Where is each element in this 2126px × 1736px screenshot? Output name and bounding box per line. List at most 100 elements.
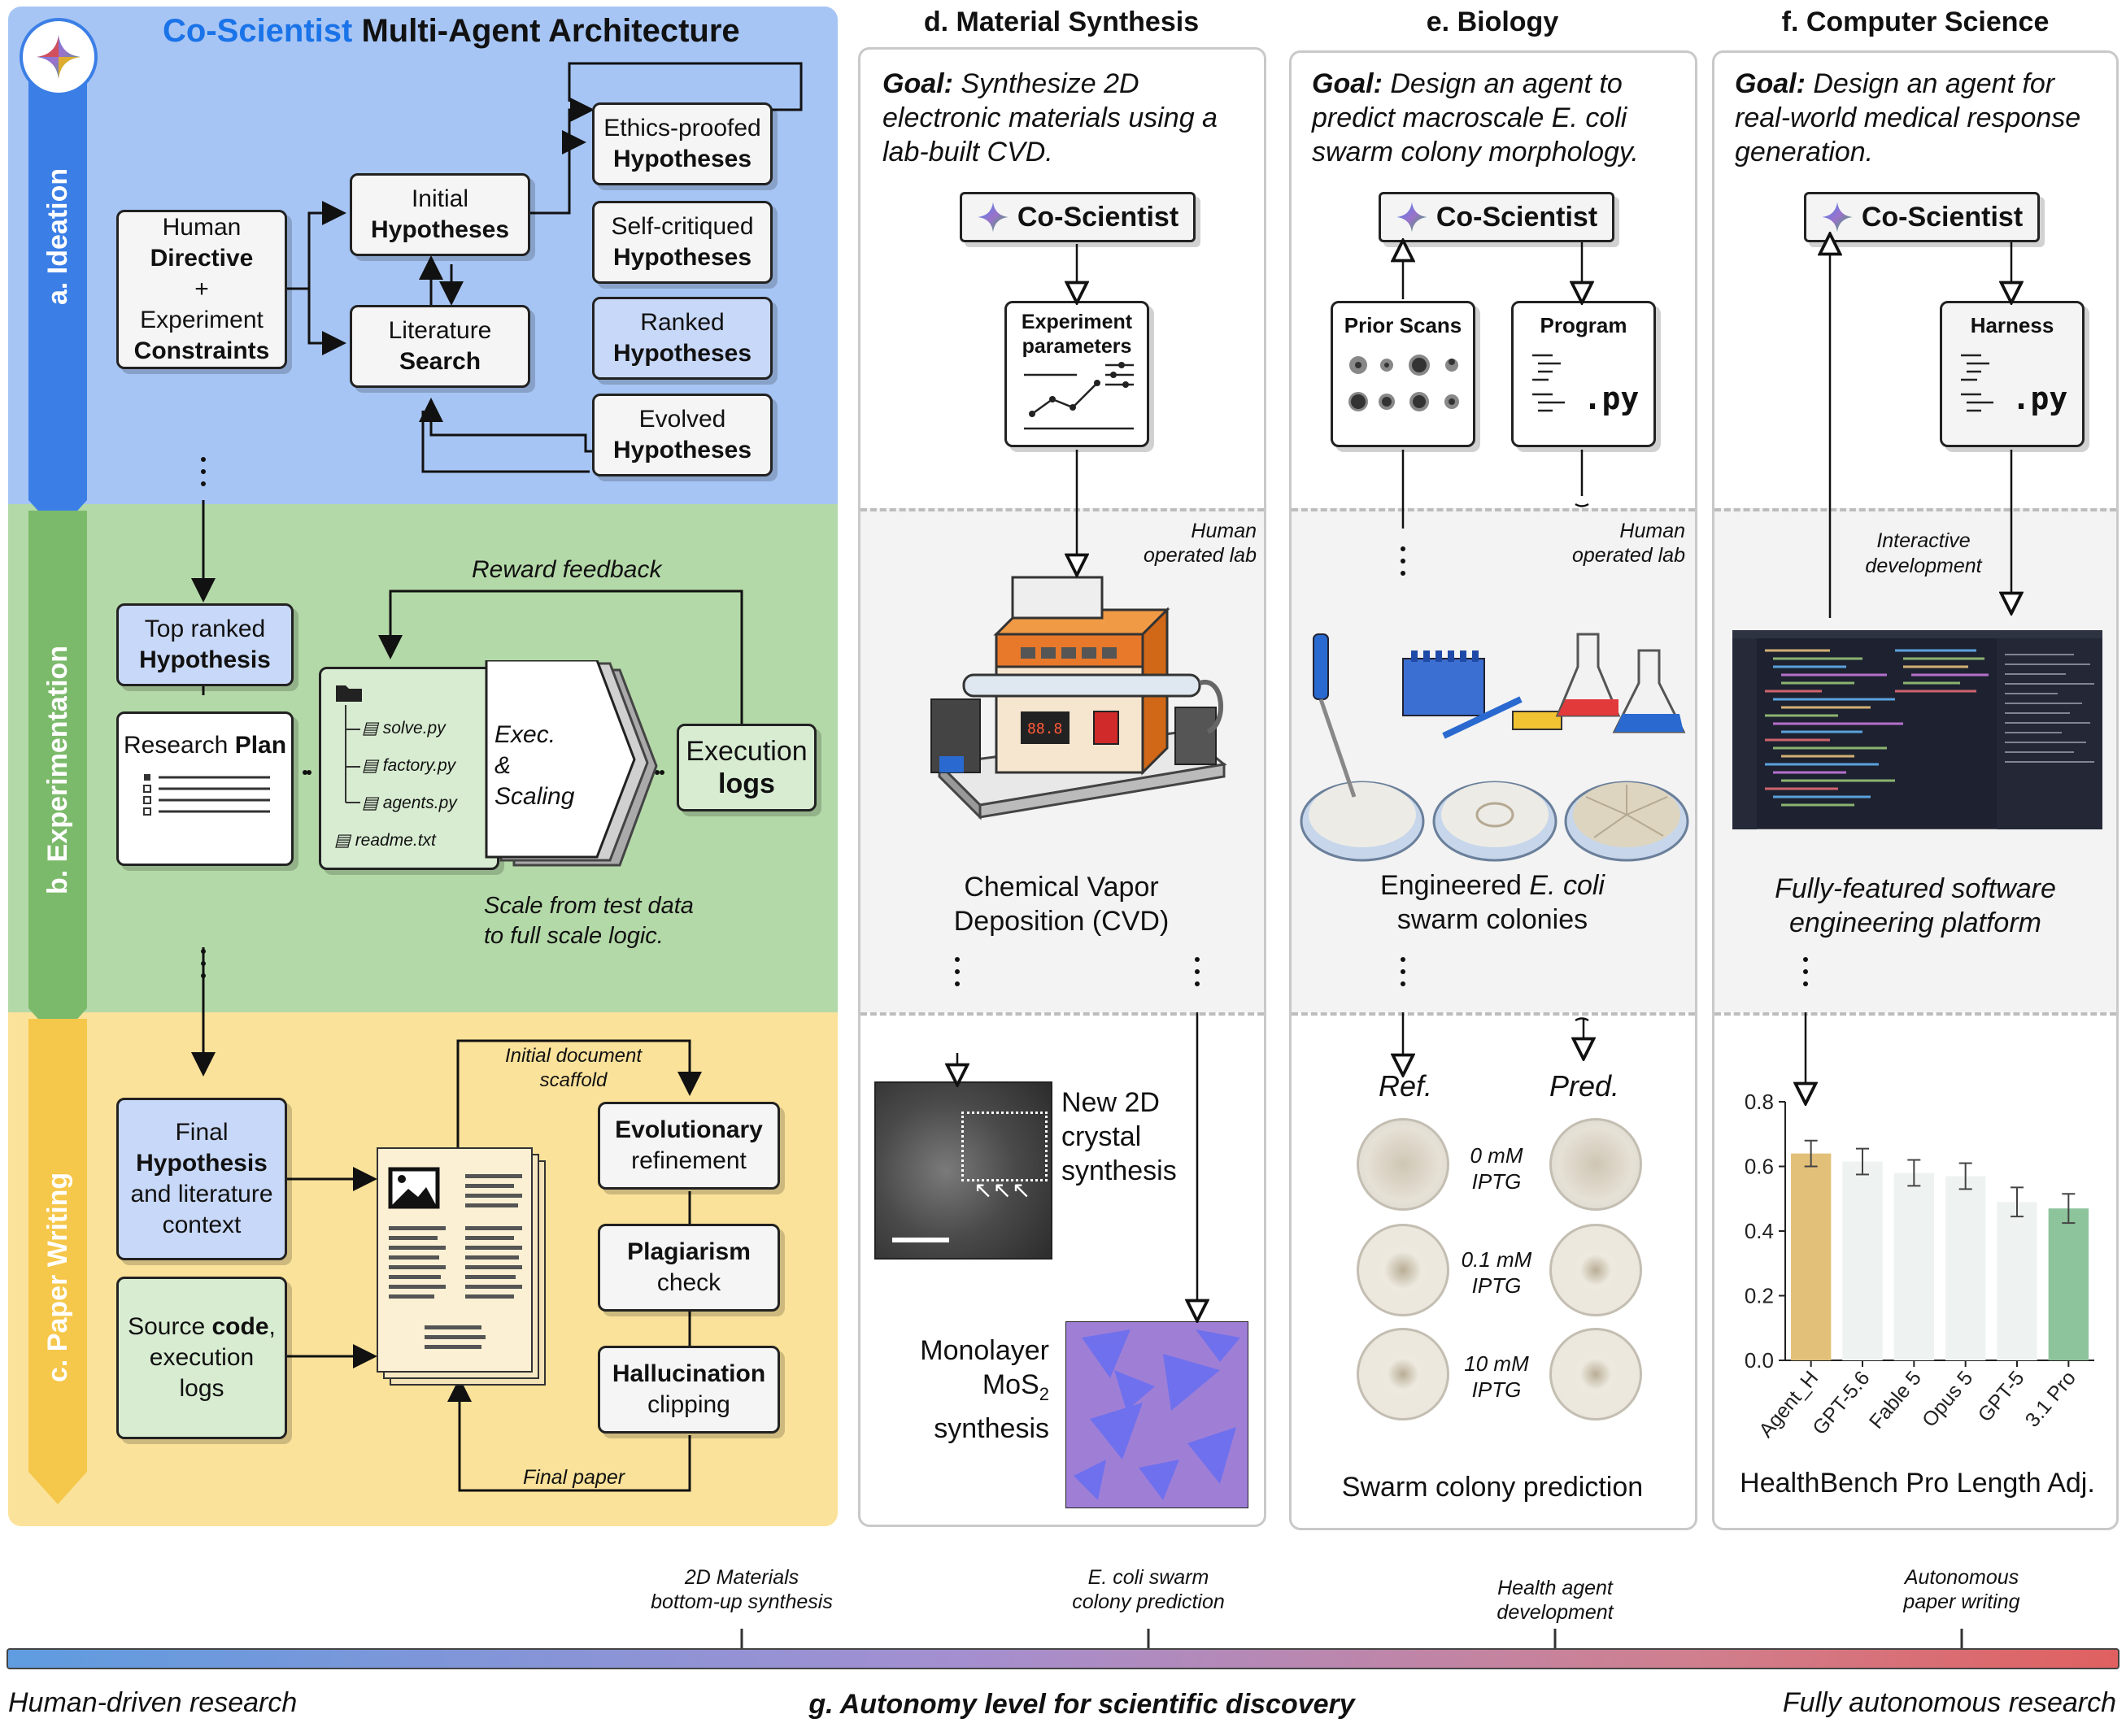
code-lines-icon bbox=[1960, 354, 1993, 412]
file-factory: ▤ factory.py bbox=[362, 756, 456, 775]
ref-dish-1 bbox=[1357, 1224, 1449, 1316]
monolayer-label: Monolayer MoS2 synthesis bbox=[907, 1334, 1049, 1446]
panel-f-title: f. Computer Science bbox=[1781, 7, 2050, 37]
mono-line-1: Monolayer bbox=[920, 1335, 1049, 1366]
experiment-parameters-box: Experiment parameters bbox=[1004, 301, 1149, 447]
plan-lines-icon bbox=[143, 774, 270, 816]
goal-e-label: Goal: bbox=[1312, 68, 1383, 99]
evo-line-2: refinement bbox=[631, 1147, 747, 1174]
eng-line-2: swarm colonies bbox=[1396, 904, 1588, 935]
mono-line-2: MoS2 bbox=[907, 1368, 1049, 1412]
ranked-hypotheses-box: Ranked Hypotheses bbox=[592, 297, 773, 380]
cvd-line-1: Chemical Vapor bbox=[964, 872, 1159, 903]
file-solve-name: solve.py bbox=[382, 719, 446, 737]
prior-scans-box: Prior Scans bbox=[1331, 301, 1475, 447]
gemini-logo-icon bbox=[37, 35, 81, 79]
lit-line-1: Literature bbox=[388, 317, 492, 344]
final-line-4: context bbox=[162, 1212, 242, 1238]
milestone-1-line-1: 2D Materials bbox=[684, 1566, 799, 1589]
bar-Opus 5 bbox=[1945, 1176, 1986, 1360]
paper-document-icon bbox=[377, 1147, 546, 1386]
co-scientist-box-f: Co-Scientist bbox=[1804, 192, 2040, 242]
parameters-graph-icon bbox=[1024, 362, 1134, 430]
cvd-line-2: Deposition (CVD) bbox=[953, 906, 1170, 937]
panel-d-lab-note: Human operated lab bbox=[1143, 520, 1257, 567]
crystal-label: New 2D crystal synthesis bbox=[1061, 1086, 1177, 1188]
dash-f-top bbox=[1714, 508, 2116, 511]
exec-line-2: & bbox=[494, 752, 512, 779]
panel-d-title: d. Material Synthesis bbox=[923, 7, 1200, 37]
cvd-furnace-illustration: 88.8 bbox=[930, 576, 1227, 820]
crystal-line-1: New 2D bbox=[1061, 1087, 1160, 1118]
py-extension-label: .py bbox=[1583, 381, 1640, 416]
reward-feedback-label: Reward feedback bbox=[472, 556, 662, 583]
pred-dish-2 bbox=[1549, 1328, 1642, 1421]
goal-d-label: Goal: bbox=[882, 68, 953, 99]
plag-line-2: check bbox=[656, 1269, 721, 1296]
mono-formula: MoS bbox=[982, 1369, 1039, 1400]
pred-dish-0 bbox=[1549, 1118, 1642, 1211]
scaffold-label: Initial document scaffold bbox=[504, 1045, 643, 1091]
section-ribbon bbox=[28, 33, 87, 1504]
conc-0-unit: IPTG bbox=[1471, 1169, 1522, 1194]
timeline-left-label: Human-driven research bbox=[8, 1687, 298, 1718]
gemini-icon bbox=[978, 202, 1009, 233]
file-solve: ▤ solve.py bbox=[362, 719, 446, 737]
file-tree-box: ▤ solve.py ▤ factory.py ▤ agents.py ▤ re… bbox=[319, 667, 499, 870]
bar-GPT-5.6 bbox=[1842, 1161, 1883, 1360]
cs-e-label: Co-Scientist bbox=[1435, 201, 1598, 233]
source-word-3: , bbox=[268, 1313, 276, 1340]
conc-1-value: 0.1 mM bbox=[1461, 1247, 1532, 1272]
plan-line-2: Plan bbox=[234, 732, 287, 759]
params-line-2: parameters bbox=[1022, 335, 1132, 358]
crystal-arrows-icon: ↖↖↖ bbox=[974, 1177, 1031, 1203]
evolved-line-2: Hypotheses bbox=[612, 437, 752, 463]
pred-dish-1 bbox=[1549, 1224, 1642, 1316]
exec-scaling-label: Exec. & Scaling bbox=[494, 720, 574, 812]
program-code-icon: .py bbox=[1528, 349, 1640, 416]
y-tick-label: 0.2 bbox=[1745, 1284, 1774, 1308]
execution-logs-box: Execution logs bbox=[677, 724, 817, 811]
logo-circle bbox=[23, 21, 94, 93]
dash-e-top bbox=[1292, 508, 1695, 511]
harness-label: Harness bbox=[1970, 313, 2054, 337]
pred-label: Pred. bbox=[1549, 1069, 1620, 1103]
evolutionary-refinement-box: Evolutionary refinement bbox=[598, 1102, 780, 1190]
timeline-title: g. Autonomy level for scientific discove… bbox=[808, 1689, 1355, 1720]
research-plan-title: Research Plan bbox=[124, 730, 286, 761]
mos2-image bbox=[1065, 1321, 1248, 1508]
platform-label: Fully-featured software engineering plat… bbox=[1775, 873, 2056, 938]
y-tick-label: 0.4 bbox=[1745, 1219, 1774, 1243]
file-factory-name: factory.py bbox=[382, 756, 456, 775]
source-word-2: code bbox=[211, 1313, 269, 1340]
scale-bar bbox=[892, 1238, 949, 1242]
y-tick-label: 0.0 bbox=[1745, 1348, 1774, 1373]
source-line-2: execution bbox=[149, 1344, 255, 1371]
conc-2-unit: IPTG bbox=[1471, 1377, 1522, 1402]
hall-line-2: clipping bbox=[647, 1391, 730, 1418]
panel-e-lab-region bbox=[1292, 508, 1695, 1012]
timeline-right-label: Fully autonomous research bbox=[1782, 1687, 2116, 1718]
co-scientist-box-e: Co-Scientist bbox=[1379, 192, 1614, 242]
exec-scaling-shape bbox=[485, 660, 658, 867]
panel-f-goal: Goal: Design an agent for real-world med… bbox=[1735, 67, 2113, 169]
py-extension-label: .py bbox=[2011, 381, 2068, 416]
logs-line-2: logs bbox=[718, 768, 775, 799]
conc-0-value: 0 mM bbox=[1470, 1143, 1523, 1168]
ethics-line-2: Hypotheses bbox=[612, 146, 752, 172]
literature-search-box: Literature Search bbox=[350, 305, 530, 388]
final-line-2: Hypothesis bbox=[136, 1150, 268, 1177]
self-line-2: Hypotheses bbox=[612, 244, 752, 271]
harness-code-icon: .py bbox=[1957, 349, 2068, 416]
panel-e-goal: Goal: Design an agent to predict macrosc… bbox=[1312, 67, 1690, 169]
mono-line-3: synthesis bbox=[934, 1412, 1049, 1444]
eng-line-1: Engineered E. coli bbox=[1309, 868, 1675, 903]
file-agents: ▤ agents.py bbox=[362, 794, 457, 812]
prior-scans-label: Prior Scans bbox=[1344, 313, 1462, 337]
milestone-3-line-1: Health agent bbox=[1497, 1577, 1613, 1599]
